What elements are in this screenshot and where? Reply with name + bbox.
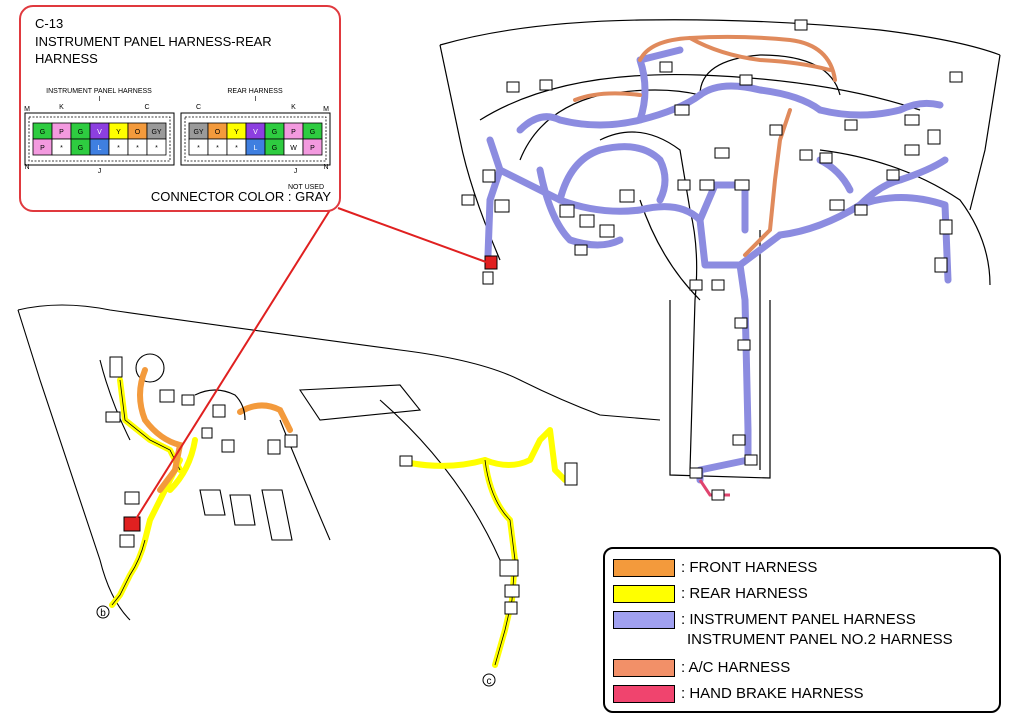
rear-harness-left-outline [111, 379, 181, 606]
connector-pin-label: V [253, 129, 258, 136]
connector-pin-label: L [254, 145, 258, 152]
legend-label: : FRONT HARNESS [681, 559, 818, 576]
legend-swatch [613, 611, 675, 629]
legend-swatch [613, 659, 675, 677]
connector-pin-label: G [272, 129, 277, 136]
legend-label-2: INSTRUMENT PANEL NO.2 HARNESS [687, 631, 953, 648]
connector-marker: M [24, 106, 30, 113]
connector-hatch [184, 116, 327, 162]
connector-pin-label: V [97, 129, 102, 136]
rear-harness-middle-outline [484, 459, 516, 666]
connector-title: INSTRUMENT PANEL HARNESS-REAR HARNESS [35, 34, 272, 66]
connector-marker: N [323, 164, 328, 171]
legend-swatch [613, 685, 675, 703]
not-used-label: NOT USED [288, 184, 324, 191]
connector-pin-label: * [117, 145, 120, 152]
rear-harness-middle [407, 427, 568, 668]
connector-pin-label: G [78, 145, 83, 152]
connector-callout: C-13 INSTRUMENT PANEL HARNESS-REAR HARNE… [19, 5, 341, 212]
legend-label: : HAND BRAKE HARNESS [681, 685, 864, 702]
connector-pinout: INSTRUMENT PANEL HARNESS REAR HARNESS G P… [24, 88, 331, 191]
marker-b: b [100, 608, 106, 619]
marker-b-circle [96, 605, 110, 619]
connector-pin-label: * [235, 145, 238, 152]
left-connector-label: INSTRUMENT PANEL HARNESS [46, 88, 152, 95]
connector-pin-label: GY [193, 129, 203, 136]
connector-hatch [28, 116, 171, 162]
legend-item-rear: : REAR HARNESS [613, 583, 808, 605]
left-connector-pins: G P G V Y O GY P * G L * * * M K I C N J [24, 96, 175, 175]
right-connector-pins: GY O Y V G P G * * * L G W P C I K M J N [180, 96, 331, 175]
connector-pin-label: P [59, 129, 64, 136]
connector-marker: C [144, 104, 149, 111]
connector-pin-label: P [291, 129, 296, 136]
ac-harness-top [573, 34, 837, 257]
connector-marker: K [59, 104, 64, 111]
legend-item-hand-brake: : HAND BRAKE HARNESS [613, 683, 864, 705]
connector-pin-label: * [155, 145, 158, 152]
connector-marker: I [99, 96, 101, 103]
connector-pin-label: * [197, 145, 200, 152]
connector-pin-label: G [310, 129, 315, 136]
connector-pin-label: Y [234, 129, 239, 136]
connector-color: CONNECTOR COLOR : GRAY [150, 189, 331, 204]
middle-connectors [399, 455, 578, 615]
top-connectors [461, 19, 963, 501]
connector-pin-label: P [40, 145, 45, 152]
legend-swatch [613, 559, 675, 577]
right-connector-label: REAR HARNESS [227, 88, 283, 95]
connector-marker: J [98, 168, 102, 175]
legend-item-ac: : A/C HARNESS [613, 657, 790, 679]
front-harness-left-wire [194, 389, 246, 421]
connector-pin-label: Y [116, 129, 121, 136]
connector-pin [146, 138, 167, 156]
connector-marker: N [24, 164, 29, 171]
connector-marker: I [255, 96, 257, 103]
front-harness-left [137, 367, 293, 493]
c13-connector-left [123, 516, 141, 532]
connector-marker: M [323, 106, 329, 113]
connector-pin [302, 138, 323, 156]
connector-pin-label: P [310, 145, 315, 152]
instrument-panel-harness-top [484, 46, 952, 484]
legend-item-front: : FRONT HARNESS [613, 557, 817, 579]
marker-c-circle [482, 673, 496, 687]
legend-label: : REAR HARNESS [681, 585, 808, 602]
footwell-outline [17, 304, 661, 621]
legend-item-instrument: : INSTRUMENT PANEL HARNESS [613, 609, 916, 631]
connector-id: C-13 [35, 16, 64, 31]
legend-label: : A/C HARNESS [681, 659, 791, 676]
connector-pin-label: G [272, 145, 277, 152]
connector-marker: C [196, 104, 201, 111]
connector-pin-label: O [135, 129, 141, 136]
callout-leader-lines [133, 207, 487, 523]
connector-pin-label: O [215, 129, 221, 136]
connector-pin-label: GY [151, 129, 161, 136]
connector-marker: J [294, 168, 298, 175]
connector-pin-label: L [98, 145, 102, 152]
legend: : FRONT HARNESS : REAR HARNESS : INSTRUM… [603, 547, 1001, 713]
connector-pin-label: * [136, 145, 139, 152]
c13-connector-top [484, 255, 498, 270]
legend-swatch [613, 585, 675, 603]
legend-label: : INSTRUMENT PANEL HARNESS [681, 611, 916, 628]
connector-pin-label: * [216, 145, 219, 152]
marker-c: c [487, 676, 492, 687]
connector-pin-label: G [78, 129, 83, 136]
connector-pin-label: * [60, 145, 63, 152]
connector-marker: K [291, 104, 296, 111]
connector-pin-label: G [40, 129, 45, 136]
connector-pin-label: W [290, 145, 297, 152]
left-connectors [105, 356, 298, 548]
